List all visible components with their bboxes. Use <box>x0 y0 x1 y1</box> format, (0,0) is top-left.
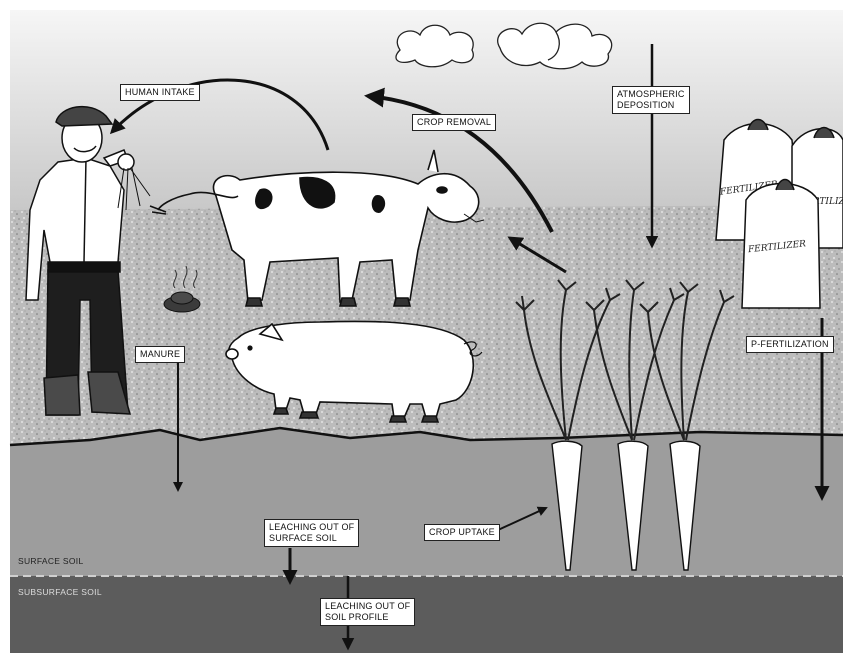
fertilizer-bag-icon: FERTILIZER <box>742 180 820 309</box>
label-manure: MANURE <box>135 346 185 363</box>
label-human-intake: HUMAN INTAKE <box>120 84 200 101</box>
label-subsurface-soil: SUBSURFACE SOIL <box>18 587 102 597</box>
label-leaching-profile: LEACHING OUT OF SOIL PROFILE <box>320 598 415 626</box>
label-p-fertilization: P-FERTILIZATION <box>746 336 834 353</box>
label-surface-soil: SURFACE SOIL <box>18 556 83 566</box>
surface-soil-layer <box>10 428 843 576</box>
label-crop-uptake: CROP UPTAKE <box>424 524 500 541</box>
label-crop-removal: CROP REMOVAL <box>412 114 496 131</box>
subsurface-soil-layer <box>10 576 843 653</box>
label-leaching-surface: LEACHING OUT OF SURFACE SOIL <box>264 519 359 547</box>
label-atmospheric-deposition: ATMOSPHERIC DEPOSITION <box>612 86 690 114</box>
